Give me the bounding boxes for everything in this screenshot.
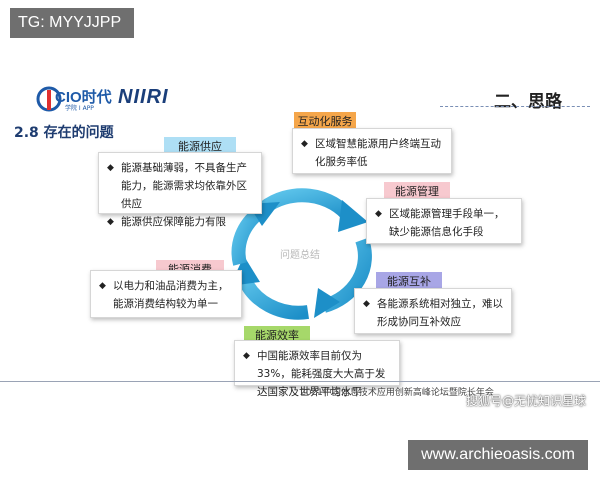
footer-text: 2021中国信息技术应用创新高峰论坛暨院长年会 [300,388,494,398]
page-heading: 2.8 存在的问题 [14,125,114,141]
cycle-arrow-bottom [237,275,310,320]
bullet-item: ◆ 中国能源效率目前仅为33%，能耗强度大大高于发达国家及世界平均水平 [243,347,391,401]
card-supply: ◆ 能源基础薄弱，不具备生产能力，能源需求均依靠外区供应 ◆ 能源供应保障能力有限 [98,152,262,228]
bullet-item: ◆ 区域智慧能源用户终端互动化服务率低 [301,135,443,171]
card-efficiency: ◆ 中国能源效率目前仅为33%，能耗强度大大高于发达国家及世界平均水平 [234,340,400,398]
bullet-text: 以电力和油品消费为主，能源消费结构较为单一 [113,280,229,310]
cycle-arrow-top [259,188,356,223]
card-interaction: ◆ 区域智慧能源用户终端互动化服务率低 [292,128,452,174]
bullet-text: 区域智慧能源用户终端互动化服务率低 [315,138,441,168]
card-complement: ◆ 各能源系统相对独立，难以形成协同互补效应 [354,288,512,334]
diamond-bullet-icon: ◆ [243,351,250,361]
card-management: ◆ 区域能源管理手段单一，缺少能源信息化手段 [366,198,522,244]
bullet-item: ◆ 能源基础薄弱，不具备生产能力，能源需求均依靠外区供应 [107,159,253,213]
diamond-bullet-icon: ◆ [301,139,308,149]
diamond-bullet-icon: ◆ [107,217,114,227]
sohu-watermark: 搜狐号@无忧知识星球 [466,394,587,408]
telegram-tag: TG: MYYJJPP [10,8,134,38]
cycle-center-label: 问题总结 [280,250,320,261]
bullet-item: ◆ 能源供应保障能力有限 [107,213,253,231]
diamond-bullet-icon: ◆ [99,281,106,291]
bullet-text: 区域能源管理手段单一，缺少能源信息化手段 [389,208,505,238]
bullet-text: 中国能源效率目前仅为33%，能耗强度大大高于发达国家及世界平均水平 [257,350,386,398]
bullet-text: 能源基础薄弱，不具备生产能力，能源需求均依靠外区供应 [121,162,247,210]
cycle-arrow-left [231,206,265,266]
label-management: 能源管理 [384,182,450,202]
bullet-item: ◆ 区域能源管理手段单一，缺少能源信息化手段 [375,205,513,241]
diamond-bullet-icon: ◆ [363,299,370,309]
footer-divider [0,381,600,382]
bullet-text: 各能源系统相对独立，难以形成协同互补效应 [377,298,503,328]
diamond-bullet-icon: ◆ [107,163,114,173]
bullet-item: ◆ 以电力和油品消费为主，能源消费结构较为单一 [99,277,233,313]
bullet-text: 能源供应保障能力有限 [121,216,226,228]
niiri-logo: NIIRI [118,86,169,108]
cio-logo-text: CIO时代 [55,89,112,106]
diamond-bullet-icon: ◆ [375,209,382,219]
cio-logo-subtext: 学院 I APP [65,105,94,112]
bullet-item: ◆ 各能源系统相对独立，难以形成协同互补效应 [363,295,503,331]
section-title: 二、思路 [494,92,562,112]
card-consumption: ◆ 以电力和油品消费为主，能源消费结构较为单一 [90,270,242,318]
label-complement: 能源互补 [376,272,442,292]
cycle-diagram [230,188,372,320]
cio-logo-icon [36,86,62,112]
title-divider [440,106,590,107]
website-watermark: www.archieoasis.com [408,440,588,470]
label-interaction: 互动化服务 [294,112,356,132]
